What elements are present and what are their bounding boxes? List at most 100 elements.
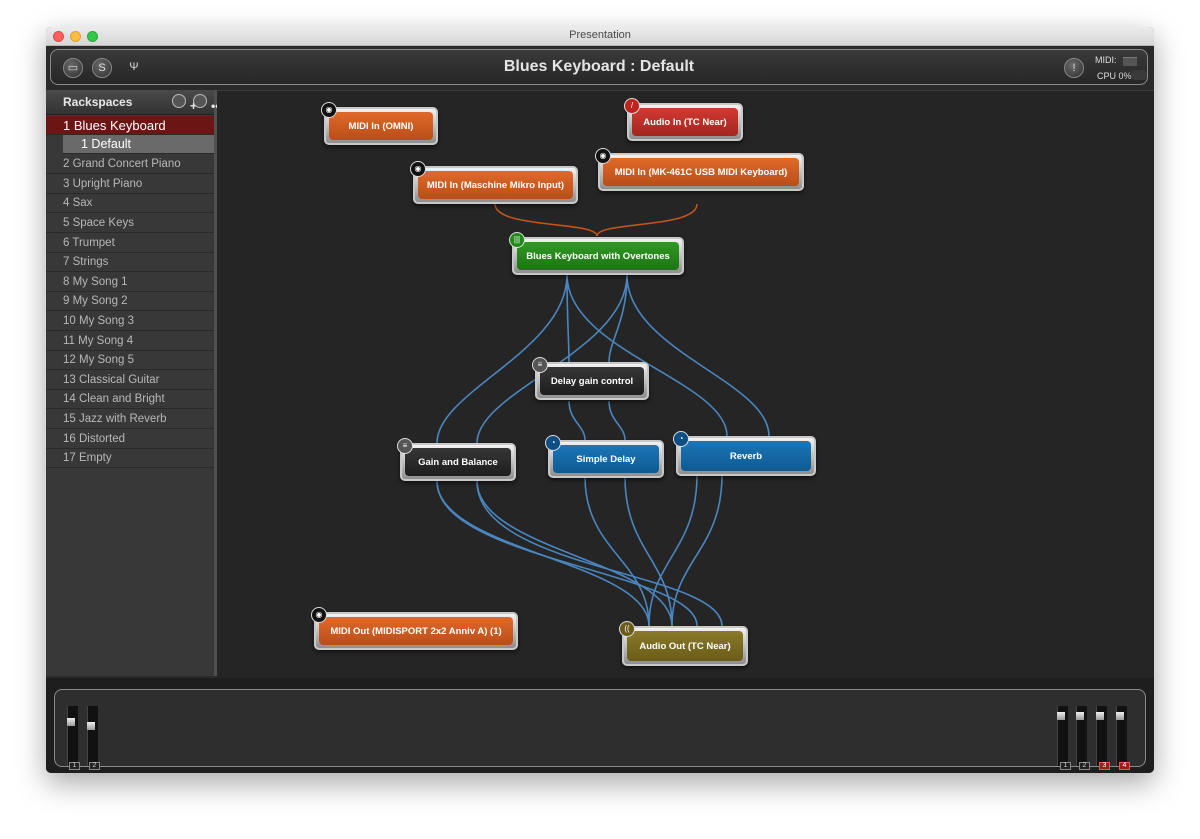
rackspace-item[interactable]: 1 Blues Keyboard xyxy=(46,116,214,135)
rackspace-item[interactable]: 16 Distorted xyxy=(46,430,214,449)
node-blues-keyboard[interactable]: |||Blues Keyboard with Overtones xyxy=(509,232,684,275)
output-fader[interactable] xyxy=(1076,712,1084,720)
midi-wire xyxy=(494,203,598,237)
midi-port-icon: ◉ xyxy=(595,148,611,164)
audio-wire xyxy=(608,400,626,441)
variation-item[interactable]: 1 Default xyxy=(63,135,214,154)
rack-view-button[interactable]: ▭ xyxy=(63,58,83,78)
node-label: Audio Out (TC Near) xyxy=(627,631,743,661)
node-midi-in-omni[interactable]: ◉MIDI In (OMNI) xyxy=(321,102,438,145)
node-audio-in[interactable]: /Audio In (TC Near) xyxy=(624,98,743,141)
input-meter[interactable] xyxy=(87,706,98,766)
audio-wire xyxy=(608,274,628,363)
cpu-label: CPU xyxy=(1097,71,1117,81)
panic-button[interactable]: ! xyxy=(1064,58,1084,78)
rackspace-item[interactable]: 2 Grand Concert Piano xyxy=(46,155,214,174)
audio-wire xyxy=(584,476,650,627)
node-label: MIDI In (Maschine Mikro Input) xyxy=(418,171,573,199)
minimize-window-button[interactable] xyxy=(70,31,81,42)
midi-indicator-label: MIDI: xyxy=(1095,55,1117,65)
rackspace-item[interactable]: 9 My Song 2 xyxy=(46,292,214,311)
rackspace-options-button[interactable]: ••• xyxy=(193,94,224,112)
zoom-window-button[interactable] xyxy=(87,31,98,42)
audio-wire xyxy=(476,480,673,627)
output-meter[interactable] xyxy=(1096,706,1107,766)
plus-icon: + xyxy=(190,99,198,113)
audio-output-icon: (( xyxy=(619,621,635,637)
rackspace-item[interactable]: 3 Upright Piano xyxy=(46,175,214,194)
audio-wire xyxy=(566,274,570,363)
rackspace-item[interactable]: 14 Clean and Bright xyxy=(46,390,214,409)
rackspace-item-label: 6 Trumpet xyxy=(63,237,115,249)
rackspace-item-label: 13 Classical Guitar xyxy=(63,374,160,386)
rackspace-item[interactable]: 17 Empty xyxy=(46,449,214,468)
rackspace-item[interactable]: 5 Space Keys xyxy=(46,214,214,233)
plugin-icon: ◔ xyxy=(673,431,689,447)
rackspace-item-label: 16 Distorted xyxy=(63,433,126,445)
output-fader[interactable] xyxy=(1116,712,1124,720)
title-bar[interactable]: Presentation xyxy=(46,27,1154,46)
header-panel: ▭ S Ψ Blues Keyboard : Default ! MIDI: C… xyxy=(50,49,1148,85)
rackspace-item[interactable]: 11 My Song 4 xyxy=(46,332,214,351)
node-label: Blues Keyboard with Overtones xyxy=(517,242,679,270)
rackspace-item[interactable]: 7 Strings xyxy=(46,253,214,272)
input-channel-label: 2 xyxy=(89,762,100,770)
audio-wire xyxy=(648,474,698,627)
rackspace-item-label: 7 Strings xyxy=(63,256,109,268)
rackspace-item-label: 1 Blues Keyboard xyxy=(63,118,166,133)
node-label: MIDI In (OMNI) xyxy=(329,112,433,140)
node-reverb[interactable]: ◔Reverb xyxy=(673,431,816,476)
node-delay-gain-control[interactable]: ≡Delay gain control xyxy=(532,357,649,400)
midi-activity-indicator xyxy=(1123,57,1137,66)
rackspaces-title: Rackspaces xyxy=(63,95,133,109)
variation-item-label: 1 Default xyxy=(81,137,132,151)
audio-wire xyxy=(436,480,650,627)
rackspace-item[interactable]: 4 Sax xyxy=(46,194,214,213)
audio-wire xyxy=(626,274,770,437)
rackspace-title: Blues Keyboard : Default xyxy=(503,58,695,75)
node-label: Audio In (TC Near) xyxy=(632,108,738,136)
node-midi-out[interactable]: ◉MIDI Out (MIDISPORT 2x2 Anniv A) (1) xyxy=(311,607,518,650)
midi-wire xyxy=(596,203,698,237)
cpu-meter xyxy=(1131,70,1147,80)
midi-port-icon: ◉ xyxy=(311,607,327,623)
output-meter[interactable] xyxy=(1116,706,1127,766)
midi-port-icon: ◉ xyxy=(321,102,337,118)
input-fader[interactable] xyxy=(87,722,95,730)
rackspace-item[interactable]: 13 Classical Guitar xyxy=(46,371,214,390)
output-fader[interactable] xyxy=(1057,712,1065,720)
wiring-canvas[interactable]: ◉MIDI In (OMNI) /Audio In (TC Near) ◉MID… xyxy=(217,90,1154,679)
audio-wire xyxy=(624,476,673,627)
output-fader[interactable] xyxy=(1096,712,1104,720)
node-label: Reverb xyxy=(681,441,811,471)
input-fader[interactable] xyxy=(67,718,75,726)
output-channel-label: 3 xyxy=(1099,762,1110,770)
node-gain-and-balance[interactable]: ≡Gain and Balance xyxy=(397,438,516,481)
instrument-icon: ||| xyxy=(509,232,525,248)
window-title: Presentation xyxy=(569,29,631,41)
rackspace-item[interactable]: 6 Trumpet xyxy=(46,234,214,253)
node-midi-in-maschine[interactable]: ◉MIDI In (Maschine Mikro Input) xyxy=(410,161,578,204)
node-audio-out[interactable]: ((Audio Out (TC Near) xyxy=(619,621,748,666)
rackspace-item[interactable]: 12 My Song 5 xyxy=(46,351,214,370)
rackspace-item[interactable]: 10 My Song 3 xyxy=(46,312,214,331)
node-midi-in-mk461c[interactable]: ◉MIDI In (MK-461C USB MIDI Keyboard) xyxy=(595,148,804,191)
add-rackspace-button[interactable]: + xyxy=(172,94,197,112)
rackspace-item-label: 14 Clean and Bright xyxy=(63,393,165,405)
output-meter[interactable] xyxy=(1057,706,1068,766)
rackspace-item-label: 10 My Song 3 xyxy=(63,315,134,327)
audio-wire xyxy=(671,474,723,627)
cpu-indicator: CPU 0% xyxy=(1097,71,1132,81)
output-meter[interactable] xyxy=(1076,706,1087,766)
midi-port-icon: ◉ xyxy=(410,161,426,177)
rackspace-item-label: 12 My Song 5 xyxy=(63,354,134,366)
input-meter[interactable] xyxy=(67,706,78,766)
rackspace-item[interactable]: 15 Jazz with Reverb xyxy=(46,410,214,429)
node-simple-delay[interactable]: ◔Simple Delay xyxy=(545,435,664,478)
tuner-button[interactable]: Ψ xyxy=(124,58,144,78)
close-window-button[interactable] xyxy=(53,31,64,42)
rackspace-item[interactable]: 8 My Song 1 xyxy=(46,273,214,292)
output-channel-label: 4 xyxy=(1119,762,1130,770)
wiring-view-button[interactable]: S xyxy=(92,58,112,78)
rackspaces-sidebar: Rackspaces + ••• 1 Blues Keyboard 1 Defa… xyxy=(46,90,224,676)
